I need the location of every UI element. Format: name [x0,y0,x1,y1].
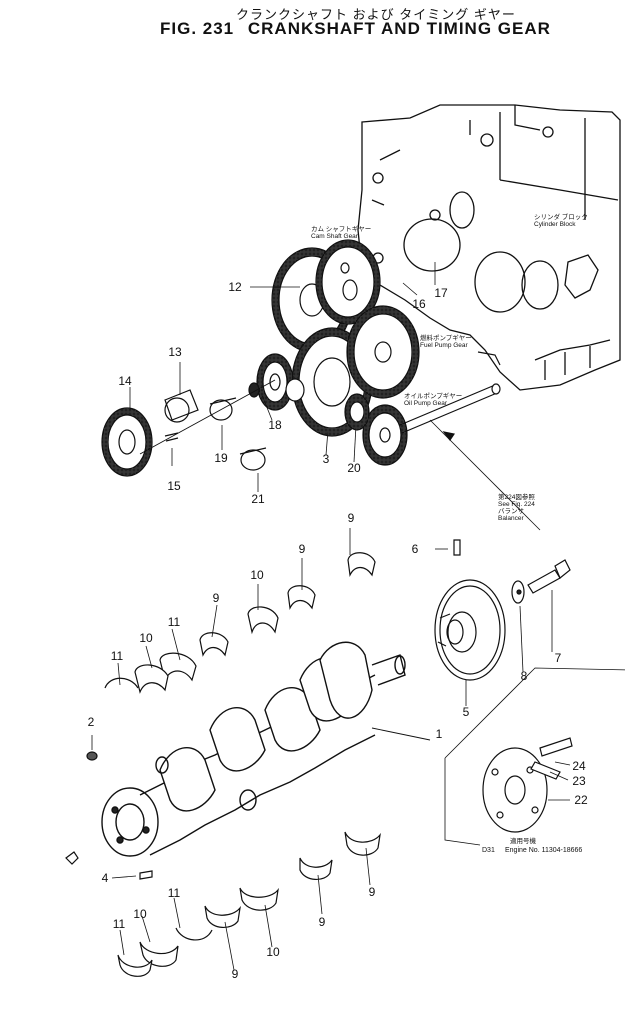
callout-12: 12 [228,280,242,294]
callout-18: 18 [268,418,282,432]
callout-3: 3 [322,452,330,466]
front-pulley [435,540,570,680]
callout-13: 13 [168,345,182,359]
page-subtitle-japanese: クランクシャフト および タイミング ギヤー [236,7,516,22]
bearing-shells [105,553,380,977]
note-cam-shaft-gear: カム シャフトギヤー Cam Shaft Gear [311,226,372,240]
callout-22: 22 [574,793,588,807]
figure-number: FIG. 231 [160,19,235,38]
callout-11: 11 [167,886,181,900]
callout-8: 8 [520,669,528,683]
note-cylinder-block: シリンダ ブロック Cylinder Block [534,214,588,228]
note-balancer: 第224図参照 See Fig. 224 バランサ Balancer [498,494,535,522]
crank-gear-parts [102,379,304,476]
note-oil-pump-gear: オイルポンプギヤー Oil Pump Gear [404,393,463,407]
callout-23: 23 [572,774,586,788]
serial-range: Engine No. 11304-18666 [505,847,583,854]
page-title: FIG. 231 CRANKSHAFT AND TIMING GEAR [160,19,559,39]
callout-11: 11 [110,649,124,663]
keys [66,752,152,879]
timing-gears [249,240,419,465]
crankshaft [102,642,430,856]
rear-plate-inset [445,668,625,845]
callout-19: 19 [214,451,228,465]
callout-14: 14 [118,374,132,388]
callout-10: 10 [250,568,264,582]
figure-title: CRANKSHAFT AND TIMING GEAR [247,19,551,38]
callout-9: 9 [212,591,220,605]
cylinder-block-outline [358,105,620,390]
leader-lines [92,262,570,970]
callout-4: 4 [101,871,109,885]
callout-11: 11 [167,615,181,629]
callout-2: 2 [87,715,95,729]
callout-11: 11 [112,917,126,931]
callout-5: 5 [462,705,470,719]
callout-7: 7 [554,651,562,665]
note-fuel-pump-gear: 燃料ポンプギヤー Fuel Pump Gear [420,335,472,349]
callout-21: 21 [251,492,265,506]
callout-9: 9 [298,542,306,556]
callout-17: 17 [434,286,448,300]
serial-model: D31 [482,847,495,854]
balancer-shaft [400,352,540,530]
callout-15: 15 [167,479,181,493]
callout-16: 16 [412,297,426,311]
callout-10: 10 [266,945,280,959]
callout-9: 9 [347,511,355,525]
callout-20: 20 [347,461,361,475]
note-serial-applicability-jp: 適用号機 [510,838,536,845]
callout-9: 9 [368,885,376,899]
callout-9: 9 [318,915,326,929]
callout-6: 6 [411,542,419,556]
callout-9: 9 [231,967,239,981]
callout-10: 10 [133,907,147,921]
callout-24: 24 [572,759,586,773]
callout-10: 10 [139,631,153,645]
callout-1: 1 [435,727,443,741]
